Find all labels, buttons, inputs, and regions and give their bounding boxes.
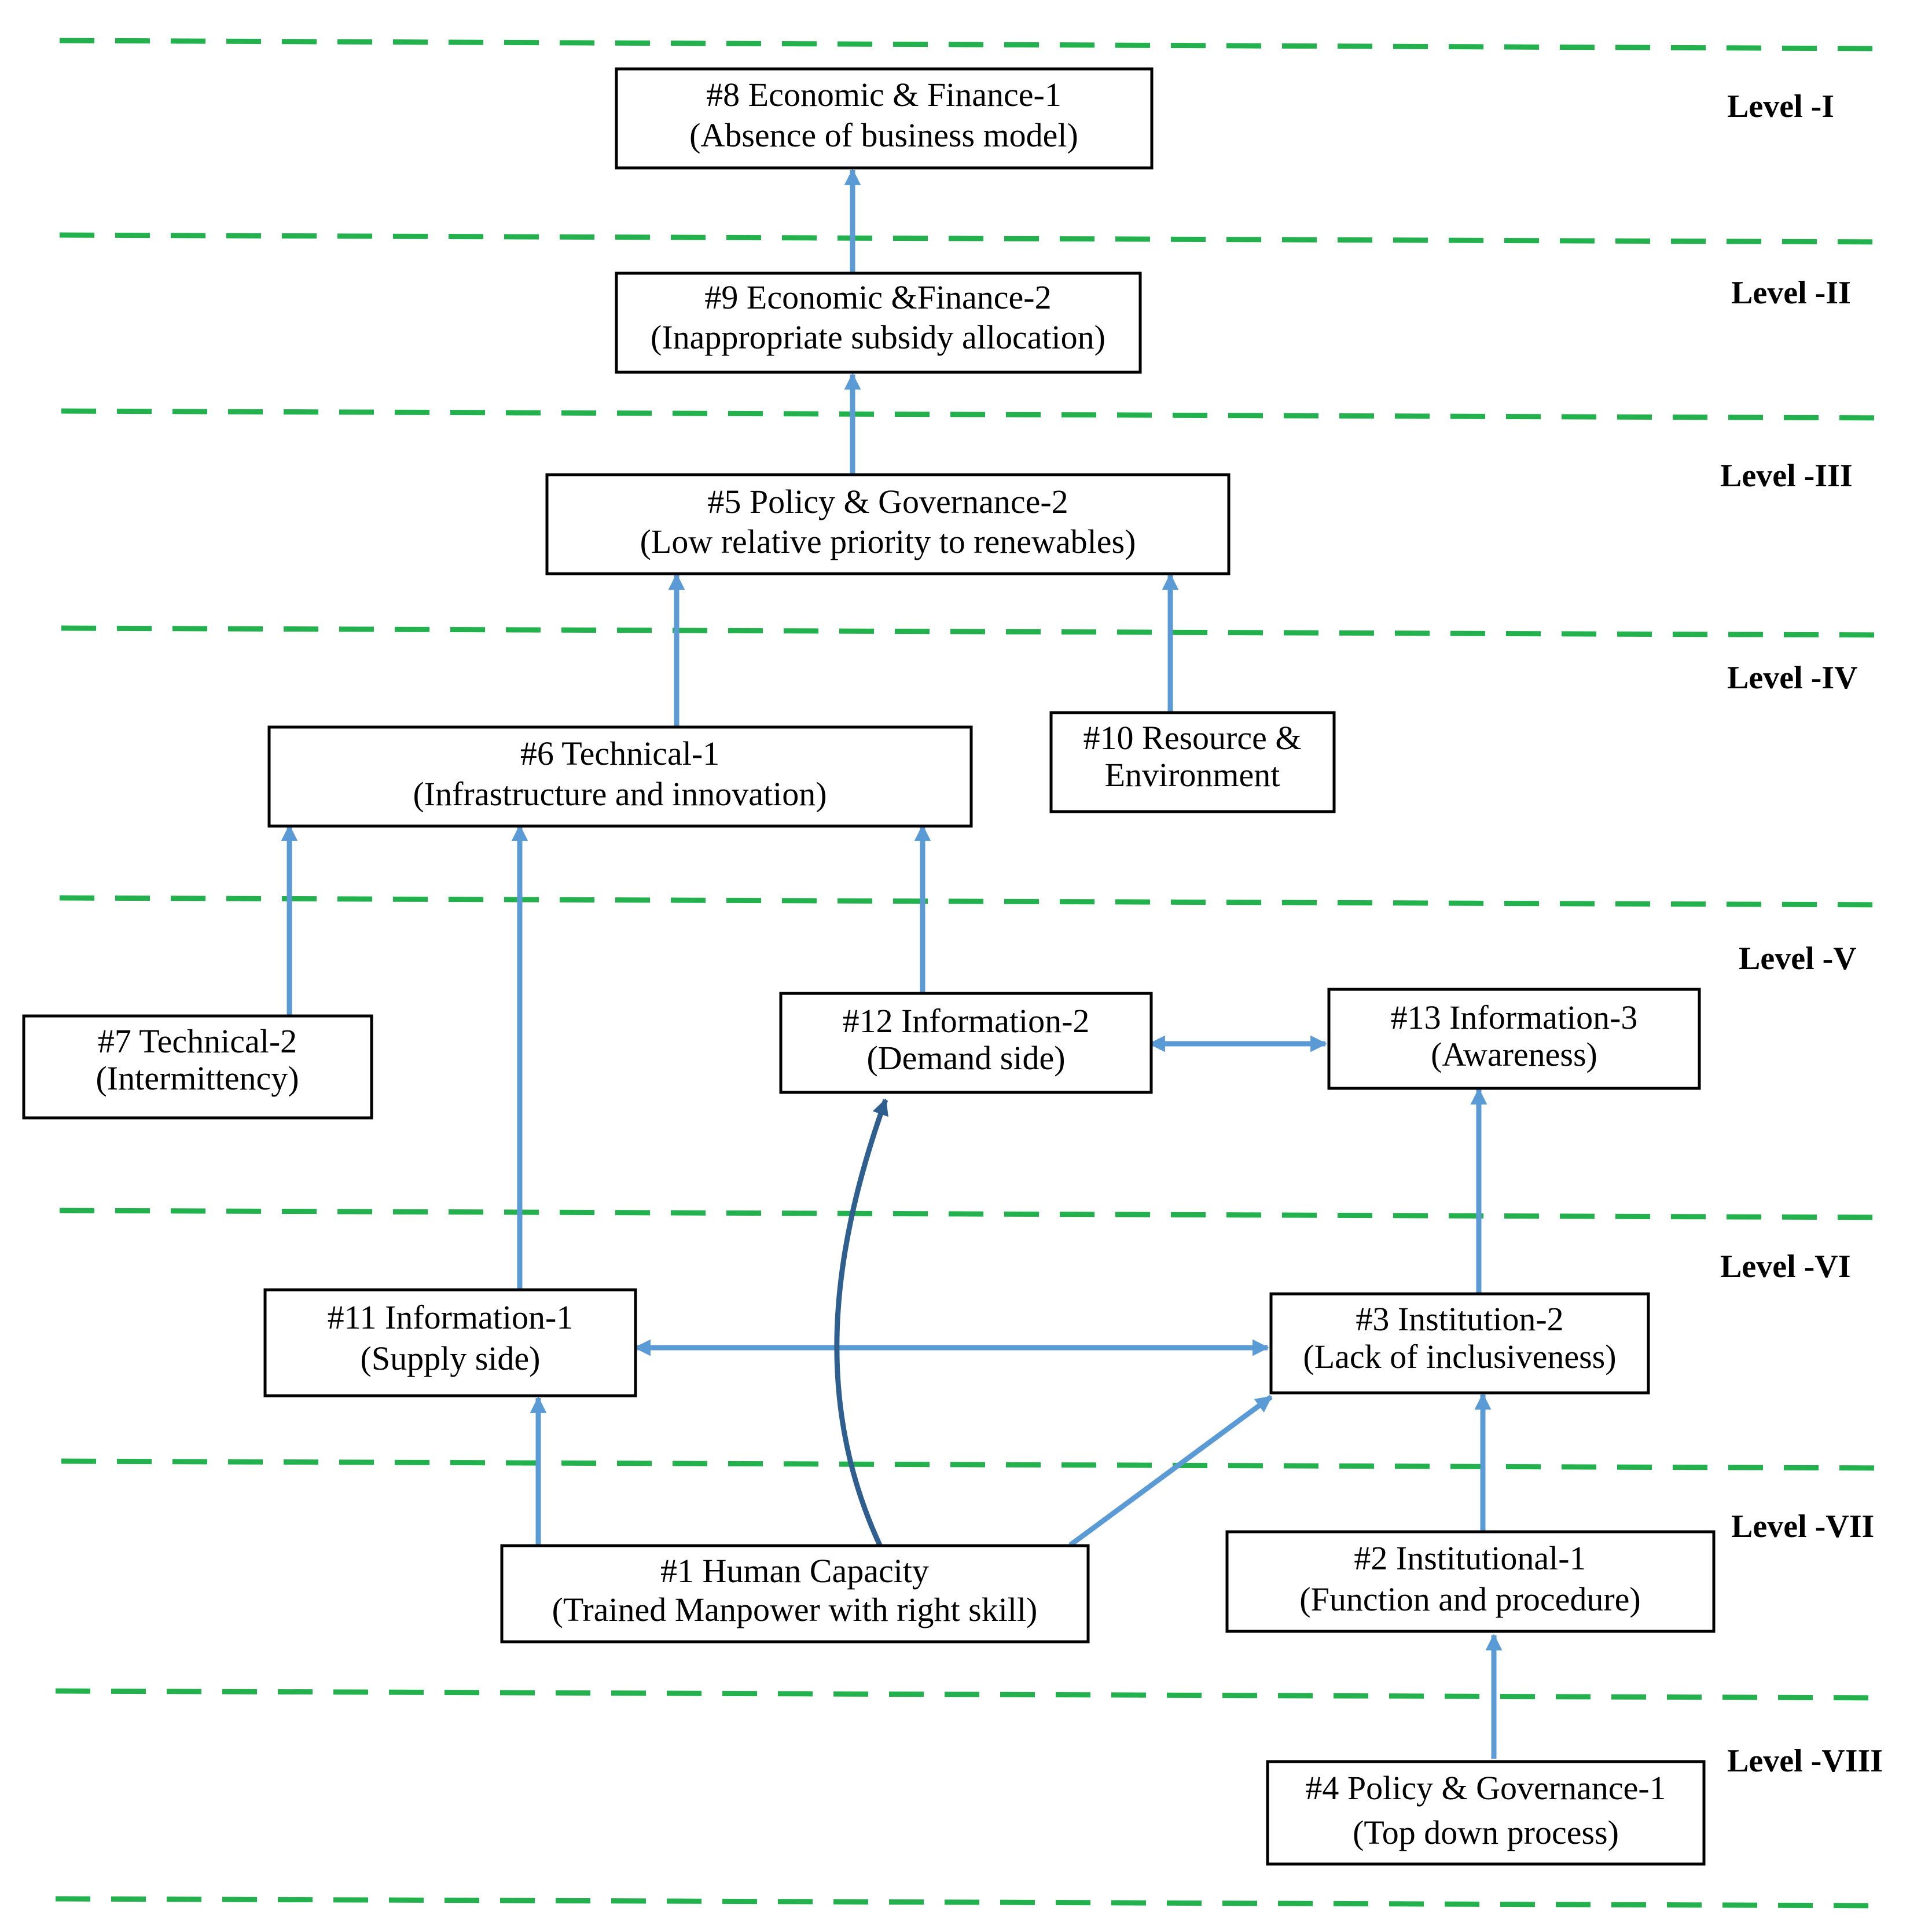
edge-1-to-3: [1068, 1395, 1273, 1547]
edges: [281, 168, 1503, 1759]
node-subtitle: (Top down process): [1353, 1814, 1619, 1851]
node-2-institutional-1: #2 Institutional-1 (Function and procedu…: [1225, 1530, 1716, 1633]
level-separators: [55, 38, 1889, 1909]
level-separator: [61, 408, 1889, 421]
node-title: #13 Information-3: [1391, 999, 1638, 1036]
node-subtitle: (Awareness): [1431, 1036, 1597, 1073]
node-subtitle: Environment: [1105, 756, 1280, 794]
node-subtitle: (Lack of inclusiveness): [1303, 1338, 1616, 1375]
nodes: #8 Economic & Finance-1 (Absence of busi…: [22, 67, 1716, 1866]
level-separator: [55, 1896, 1889, 1909]
node-6-technical-1: #6 Technical-1 (Infrastructure and innov…: [267, 725, 973, 828]
node-10-resource-environment: #10 Resource & Environment: [1049, 711, 1336, 813]
level-separator: [59, 38, 1889, 52]
level-label: Level -VII: [1731, 1509, 1874, 1545]
level-label: Level -II: [1731, 275, 1851, 311]
edge-1-to-12: [834, 1098, 888, 1546]
node-subtitle: (Supply side): [361, 1340, 541, 1377]
node-subtitle: (Inappropriate subsidy allocation): [651, 318, 1105, 356]
level-separator: [59, 1208, 1889, 1220]
node-title: #9 Economic &Finance-2: [704, 278, 1051, 316]
node-subtitle: (Demand side): [866, 1039, 1065, 1077]
level-separator: [59, 895, 1889, 908]
node-title: #2 Institutional-1: [1354, 1539, 1586, 1577]
node-13-information-3: #13 Information-3 (Awareness): [1327, 988, 1701, 1090]
node-subtitle: (Infrastructure and innovation): [413, 775, 827, 813]
level-labels: Level -I Level -II Level -III Level -IV …: [1720, 89, 1883, 1779]
node-11-information-1: #11 Information-1 (Supply side): [263, 1288, 637, 1397]
node-title: #8 Economic & Finance-1: [706, 76, 1062, 113]
node-subtitle: (Trained Manpower with right skill): [552, 1591, 1038, 1628]
node-12-information-2: #12 Information-2 (Demand side): [779, 992, 1153, 1094]
level-label: Level -IV: [1727, 660, 1858, 696]
node-title: #12 Information-2: [843, 1002, 1090, 1040]
node-title: #6 Technical-1: [520, 735, 719, 772]
node-title: #7 Technical-2: [98, 1022, 297, 1060]
node-subtitle: (Low relative priority to renewables): [640, 523, 1136, 560]
node-subtitle: (Intermittency): [96, 1059, 299, 1097]
node-1-human-capacity: #1 Human Capacity (Trained Manpower with…: [500, 1544, 1090, 1643]
level-label: Level -VIII: [1727, 1743, 1883, 1779]
node-title: #1 Human Capacity: [660, 1552, 929, 1590]
level-label: Level -III: [1720, 458, 1853, 494]
level-label: Level -VI: [1720, 1249, 1851, 1285]
node-title: #4 Policy & Governance-1: [1305, 1769, 1666, 1807]
node-title: #5 Policy & Governance-2: [707, 483, 1068, 520]
node-8-economic-finance-1: #8 Economic & Finance-1 (Absence of busi…: [615, 67, 1154, 170]
level-separator: [59, 232, 1889, 245]
node-9-economic-finance-2: #9 Economic &Finance-2 (Inappropriate su…: [615, 272, 1142, 374]
level-label: Level -I: [1727, 89, 1834, 124]
node-title: #3 Institution-2: [1356, 1300, 1563, 1338]
level-separator: [55, 1688, 1889, 1701]
node-title: #10 Resource &: [1083, 719, 1302, 757]
node-subtitle: (Absence of business model): [689, 116, 1078, 154]
node-title: #11 Information-1: [328, 1298, 574, 1336]
node-7-technical-2: #7 Technical-2 (Intermittency): [22, 1014, 373, 1120]
node-3-institution-2: #3 Institution-2 (Lack of inclusiveness): [1269, 1292, 1650, 1395]
node-5-policy-governance-2: #5 Policy & Governance-2 (Low relative p…: [545, 473, 1231, 575]
node-4-policy-governance-1: #4 Policy & Governance-1 (Top down proce…: [1266, 1760, 1706, 1866]
node-subtitle: (Function and procedure): [1299, 1580, 1640, 1618]
level-label: Level -V: [1739, 941, 1857, 977]
level-separator: [61, 1458, 1889, 1471]
level-separator: [61, 625, 1889, 638]
